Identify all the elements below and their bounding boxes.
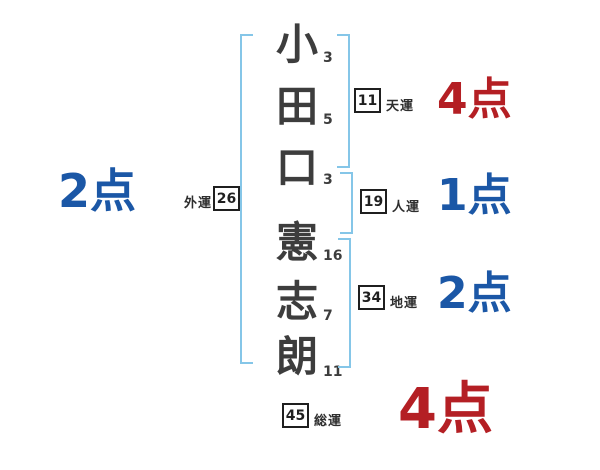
earth-luck-label: 地運 bbox=[390, 296, 419, 311]
total-luck-score: 4点 bbox=[398, 377, 493, 442]
earth-luck-bracket bbox=[338, 238, 351, 368]
heaven-luck-bracket bbox=[337, 34, 350, 168]
person-luck-value: 19 bbox=[360, 189, 387, 214]
name-char-1: 小 bbox=[276, 20, 319, 69]
earth-luck-value: 34 bbox=[358, 285, 385, 310]
total-luck-value: 45 bbox=[282, 403, 309, 428]
total-luck-label: 総運 bbox=[314, 414, 343, 429]
name-char-4: 憲 bbox=[276, 218, 319, 267]
stroke-count-3: 3 bbox=[323, 172, 333, 188]
name-char-2: 田 bbox=[276, 82, 319, 131]
outer-luck-bracket bbox=[240, 34, 253, 364]
heaven-luck-score: 4点 bbox=[437, 74, 512, 125]
stroke-count-4: 16 bbox=[323, 248, 343, 264]
person-luck-bracket bbox=[340, 172, 353, 234]
person-luck-score: 1点 bbox=[437, 170, 512, 221]
stroke-count-5: 7 bbox=[323, 308, 333, 324]
stroke-count-2: 5 bbox=[323, 112, 333, 128]
heaven-luck-value: 11 bbox=[354, 88, 381, 113]
outer-luck-score: 2点 bbox=[58, 164, 137, 218]
heaven-luck-label: 天運 bbox=[386, 99, 415, 114]
name-char-5: 志 bbox=[276, 277, 319, 326]
name-char-3: 口 bbox=[276, 143, 319, 192]
name-char-6: 朗 bbox=[276, 332, 319, 381]
outer-luck-label: 外運 bbox=[184, 196, 213, 211]
stroke-count-6: 11 bbox=[323, 364, 343, 380]
stroke-count-1: 3 bbox=[323, 50, 333, 66]
person-luck-label: 人運 bbox=[392, 200, 421, 215]
earth-luck-score: 2点 bbox=[437, 268, 512, 319]
outer-luck-value: 26 bbox=[213, 186, 240, 211]
